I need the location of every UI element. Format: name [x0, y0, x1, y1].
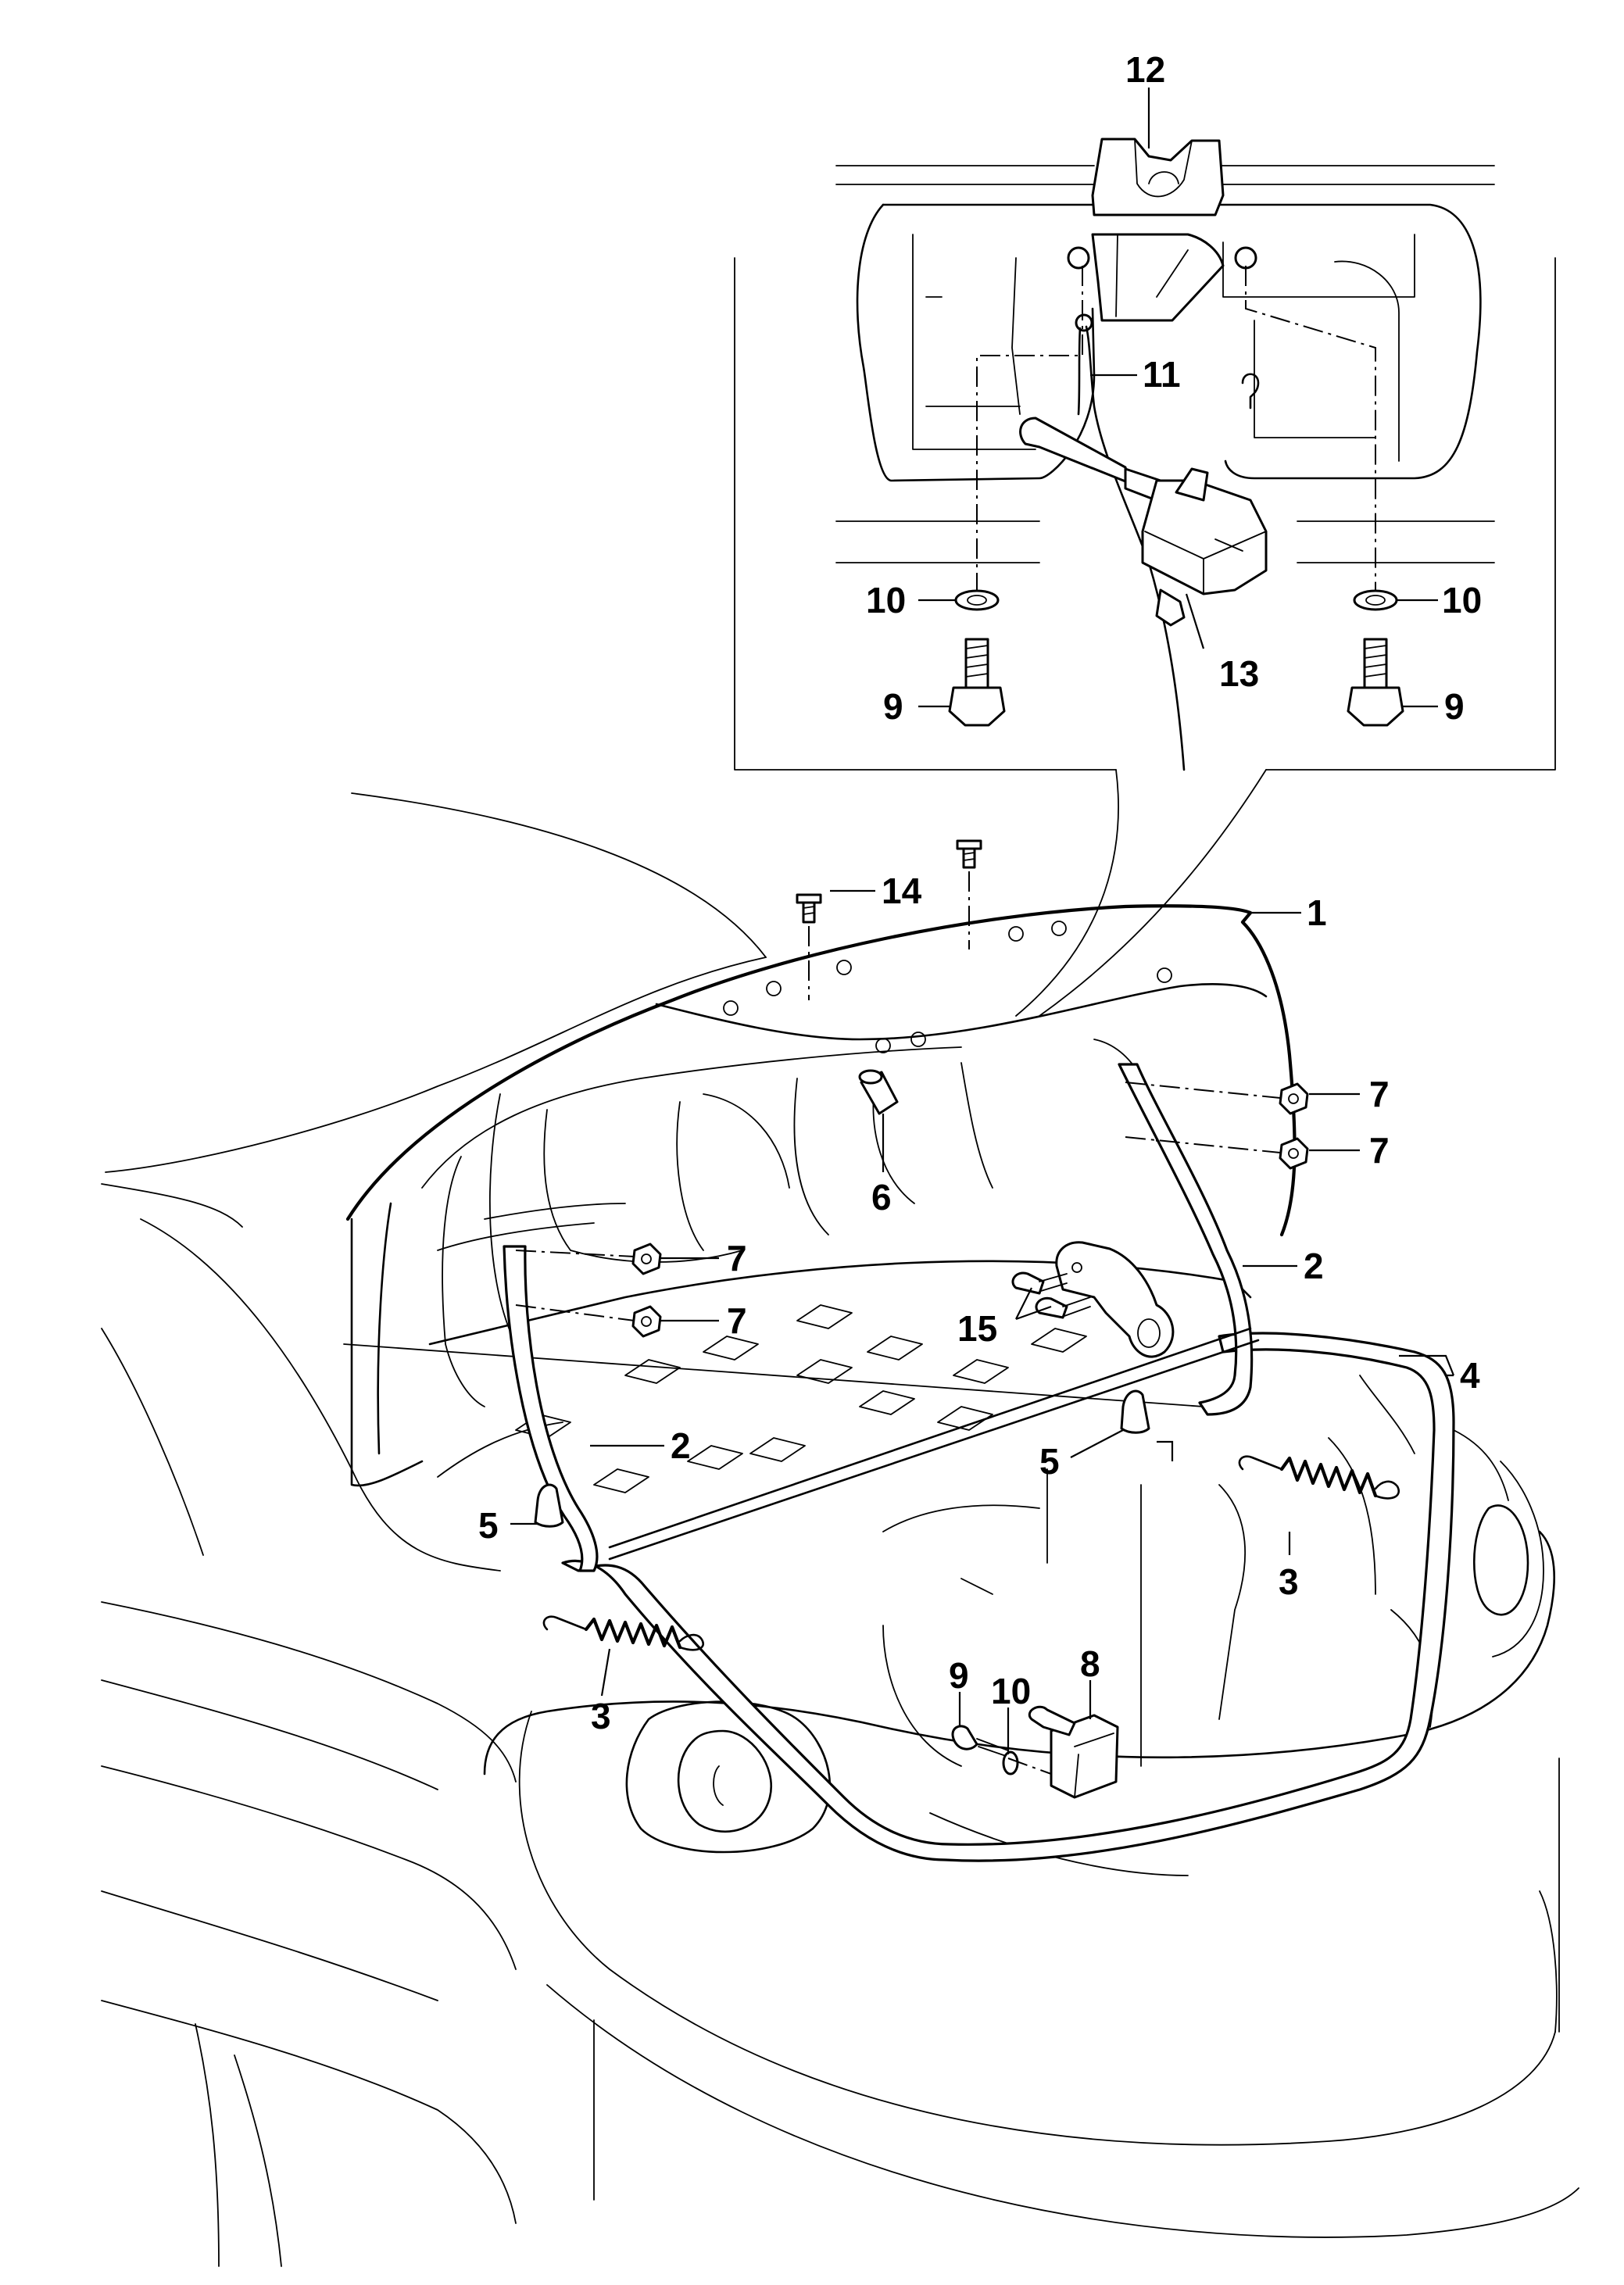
- callout-5-right: 5: [1039, 1441, 1060, 1482]
- springs-3: [542, 1455, 1400, 1651]
- callout-3-right: 3: [1279, 1561, 1299, 1602]
- callout-9-inset-right: 9: [1444, 686, 1465, 727]
- callout-2-left: 2: [671, 1425, 691, 1466]
- callout-15: 15: [957, 1308, 997, 1349]
- callout-2-right: 2: [1304, 1246, 1324, 1286]
- callout-labels: 12 11 13 10 10 9 9 14 1 6 7 7 7 7 2 15 4…: [478, 49, 1482, 1736]
- callout-9-lower: 9: [949, 1655, 969, 1696]
- callout-6: 6: [871, 1177, 892, 1218]
- callout-12: 12: [1125, 49, 1165, 90]
- latch-detail-inset: [734, 138, 1556, 1017]
- callout-14: 14: [882, 871, 922, 911]
- bolts-14: [796, 839, 982, 1000]
- leader-lines: [510, 88, 1455, 1754]
- rubber-buffers-5: [534, 1389, 1150, 1528]
- callout-8: 8: [1080, 1643, 1100, 1684]
- callout-10-inset-right: 10: [1442, 580, 1482, 620]
- callout-11: 11: [1143, 354, 1181, 395]
- lid-seals-2: [503, 1063, 1260, 1572]
- callout-7-left-upper: 7: [727, 1238, 747, 1278]
- hinge-bracket-15: [1011, 1241, 1175, 1358]
- buffer-6: [858, 1069, 899, 1115]
- callout-10-inset-left: 10: [866, 580, 906, 620]
- car-rear-outline: [101, 792, 1579, 2267]
- callout-9-inset-left: 9: [883, 686, 903, 727]
- callout-1: 1: [1307, 892, 1327, 933]
- trunk-lid: [345, 904, 1297, 1493]
- callout-10-lower: 10: [991, 1671, 1031, 1711]
- nuts-7: [515, 1082, 1309, 1338]
- trunk-seal-4: [561, 1332, 1455, 1862]
- callout-7-left-lower: 7: [727, 1300, 747, 1341]
- callout-3-left: 3: [591, 1696, 611, 1736]
- callout-13: 13: [1219, 653, 1259, 694]
- callout-5-left: 5: [478, 1505, 499, 1546]
- callout-7-right-upper: 7: [1369, 1074, 1390, 1114]
- callout-7-right-lower: 7: [1369, 1130, 1390, 1171]
- striker-assembly: [951, 1705, 1119, 1799]
- callout-4: 4: [1460, 1355, 1480, 1396]
